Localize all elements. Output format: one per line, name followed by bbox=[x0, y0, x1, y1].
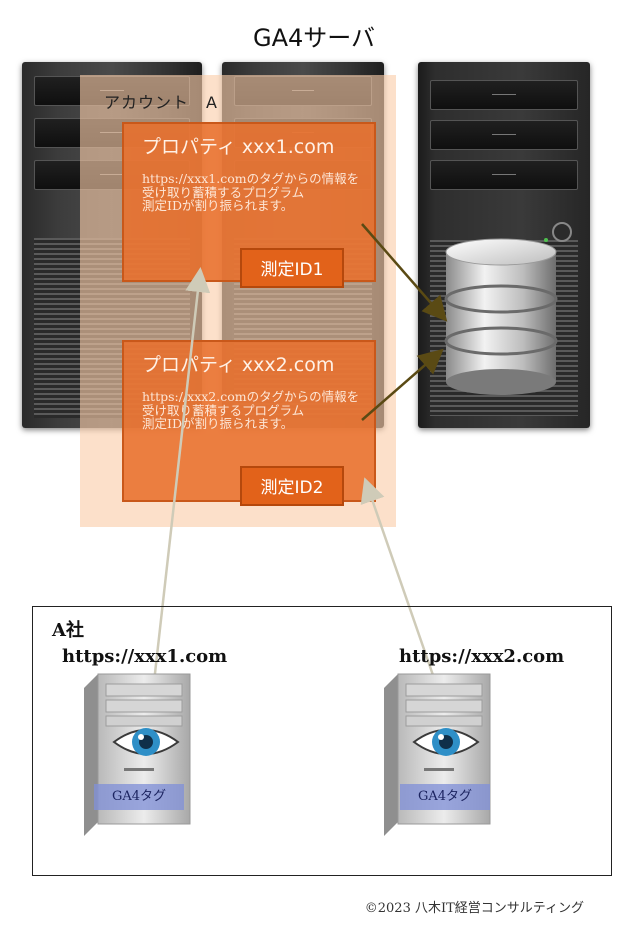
property-description: https://xxx2.comのタグからの情報を受け取り蓄積するプログラム 測… bbox=[142, 390, 370, 431]
pc-tower-icon bbox=[384, 673, 491, 836]
eye-icon bbox=[412, 728, 480, 756]
property-note: 測定IDが割り振られます。 bbox=[142, 198, 294, 213]
arrow-property2-to-database bbox=[361, 348, 444, 421]
pc-tower-icon bbox=[84, 673, 191, 836]
measurement-id-badge: 測定ID1 bbox=[240, 248, 344, 288]
property-note: 測定IDが割り振られます。 bbox=[142, 416, 294, 431]
status-led-icon bbox=[544, 238, 548, 242]
property-description: https://xxx1.comのタグからの情報を受け取り蓄積するプログラム 測… bbox=[142, 172, 370, 213]
eye-icon bbox=[112, 728, 180, 756]
arrow-property1-to-database bbox=[361, 223, 448, 322]
company-box bbox=[32, 606, 612, 876]
ga4-tag-label: GA4タグ bbox=[94, 784, 184, 810]
power-button-icon bbox=[552, 222, 572, 242]
account-label: アカウント A bbox=[104, 93, 218, 112]
database-icon bbox=[444, 238, 558, 395]
property-description-text: https://xxx2.comのタグからの情報を受け取り蓄積するプログラム bbox=[142, 389, 360, 418]
ga4-tag-label: GA4タグ bbox=[400, 784, 490, 810]
page-title: GA4サーバ bbox=[252, 24, 376, 52]
measurement-id-badge: 測定ID2 bbox=[240, 466, 344, 506]
site-url: https://xxx1.com bbox=[62, 646, 228, 667]
company-name: A社 bbox=[52, 620, 84, 641]
copyright-text: ©2023 八木IT経営コンサルティング bbox=[364, 901, 584, 916]
property-title: プロパティ xxx1.com bbox=[142, 136, 335, 158]
arrow-client1-to-property1 bbox=[150, 267, 211, 701]
property-description-text: https://xxx1.comのタグからの情報を受け取り蓄積するプログラム bbox=[142, 171, 360, 200]
site-url: https://xxx2.com bbox=[399, 646, 565, 667]
